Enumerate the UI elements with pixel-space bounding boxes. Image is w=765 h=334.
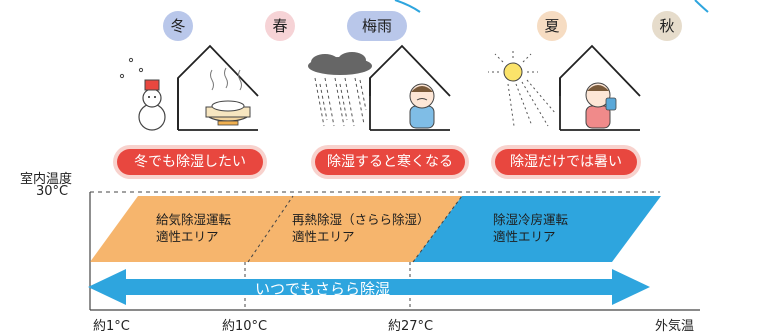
zone-supply-line2: 適性エリア — [156, 229, 219, 244]
zone-reheat-line1: 再熱除湿（さらら除湿） — [292, 212, 430, 227]
house-winter-icon — [177, 44, 259, 131]
x-axis-label: 外気温 — [655, 319, 695, 334]
y-tick-30: 30°C — [36, 184, 69, 199]
always-arrow — [88, 269, 650, 305]
problem-winter: 冬でも除湿したい — [117, 149, 263, 175]
zone-reheat — [248, 196, 462, 262]
zone-supply-text: 給気除湿運転 適性エリア — [156, 211, 231, 245]
problem-summer: 除湿だけでは暑い — [495, 149, 637, 175]
person-cold-icon — [409, 83, 435, 129]
house-rainy-icon — [369, 44, 451, 131]
zone-supply-line1: 給気除湿運転 — [156, 212, 232, 227]
hotpot-icon — [205, 67, 251, 126]
season-summer: 夏 — [537, 11, 567, 41]
problem-rainy: 除湿すると寒くなる — [315, 149, 465, 175]
y-axis-label: 室内温度 — [20, 172, 73, 187]
x-tick-10: 約10°C — [222, 319, 268, 334]
zone-reheat-line2: 適性エリア — [292, 229, 355, 244]
sun-icon — [488, 48, 557, 127]
zone-reheat-text: 再熱除湿（さらら除湿） 適性エリア — [292, 211, 430, 245]
x-tick-27: 約27°C — [388, 319, 434, 334]
season-spring: 春 — [265, 11, 295, 41]
x-tick-1: 約1°C — [93, 319, 130, 334]
zone-cooling-text: 除湿冷房運転 適性エリア — [493, 211, 568, 245]
person-hot-icon — [585, 82, 617, 129]
zone-cooling — [413, 196, 661, 262]
always-arrow-label: いつでもさらら除湿 — [255, 280, 391, 298]
zone-cooling-line2: 適性エリア — [493, 229, 556, 244]
rain-cloud-icon — [308, 52, 372, 127]
snowman-icon — [119, 57, 166, 131]
season-autumn: 秋 — [652, 11, 682, 41]
decor-curve — [394, 0, 709, 13]
zone-cooling-line1: 除湿冷房運転 — [493, 212, 569, 227]
house-summer-icon — [559, 44, 641, 131]
zone-supply-dehumid — [90, 196, 293, 262]
season-rainy: 梅雨 — [347, 11, 407, 41]
season-winter: 冬 — [163, 11, 193, 41]
